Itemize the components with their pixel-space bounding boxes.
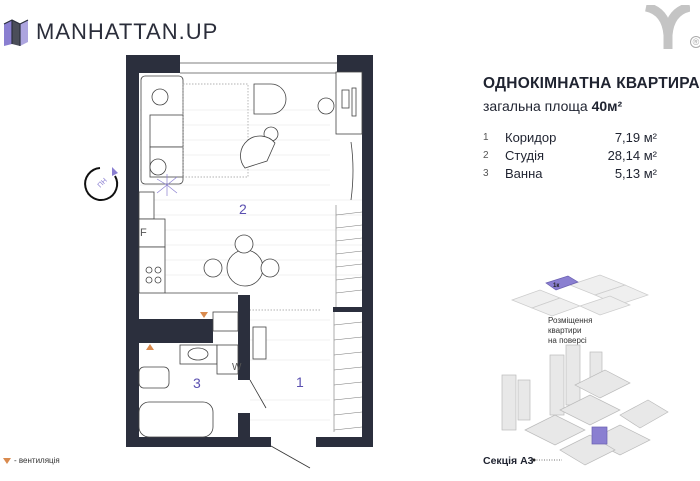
dining-table: [203, 234, 280, 287]
armchairs: [240, 83, 335, 169]
floor-location-caption: Розміщення квартири на поверсі: [548, 316, 592, 346]
floor-badge: 1к: [553, 283, 559, 289]
vent-icon: [3, 457, 11, 464]
room-name: Студія: [505, 147, 545, 163]
room-2-label: 2: [239, 201, 247, 217]
bathroom: [138, 326, 267, 438]
compass-icon: ПН: [84, 167, 119, 201]
total-area-label: загальна площа: [483, 98, 588, 114]
brand-name: MANHATTAN.UP: [36, 19, 219, 44]
apartment-title: ОДНОКІМНАТНА КВАРТИРА: [483, 75, 700, 92]
total-area: загальна площа 40м²: [483, 98, 700, 114]
brand-logo: MANHATTAN.UP: [2, 16, 218, 48]
rug: [182, 83, 249, 178]
room-row: 1 Коридор 7,19 м²: [483, 128, 700, 146]
room-3-label: 3: [193, 375, 201, 391]
caption-line: квартири: [548, 326, 582, 335]
room-area: 28,14 м²: [607, 147, 657, 163]
stairs: [333, 205, 363, 432]
washer-label: W: [232, 362, 242, 373]
doors: [249, 379, 311, 469]
room-name: Ванна: [505, 165, 543, 181]
room-name: Коридор: [505, 129, 557, 145]
registered-mark: ®: [690, 36, 700, 48]
building-logo-icon: [3, 19, 29, 46]
room-row: 2 Студія 28,14 м²: [483, 146, 700, 164]
caption-line: на поверсі: [548, 336, 587, 345]
caption-line: Розміщення: [548, 316, 593, 325]
desk: [335, 71, 363, 201]
floor-location-map: [511, 274, 649, 317]
fridge-label: F: [140, 227, 147, 239]
kitchen: [138, 191, 239, 332]
legend-ventilation: - вентиляція: [14, 456, 60, 465]
section-label: Секція А3: [483, 455, 534, 467]
compass-label: ПН: [97, 177, 109, 189]
room-row: 3 Ванна 5,13 м²: [483, 164, 700, 182]
legend: - вентиляція: [3, 456, 60, 465]
rooms-list: 1 Коридор 7,19 м² 2 Студія 28,14 м² 3 Ва…: [483, 128, 700, 182]
total-area-value: 40м²: [591, 98, 623, 114]
apartment-info: ОДНОКІМНАТНА КВАРТИРА загальна площа 40м…: [483, 75, 700, 182]
room-number: 2: [483, 149, 489, 161]
sofa: [140, 75, 184, 185]
window: [180, 62, 337, 74]
room-1-label: 1: [296, 374, 304, 390]
vent-icon: [146, 312, 208, 350]
room-area: 7,19 м²: [614, 129, 657, 145]
walls: [126, 55, 373, 447]
room-area: 5,13 м²: [614, 165, 657, 181]
room-number: 1: [483, 131, 489, 143]
room-number: 3: [483, 167, 489, 179]
brand-mark-icon: [644, 5, 690, 49]
complex-map: [501, 344, 669, 466]
